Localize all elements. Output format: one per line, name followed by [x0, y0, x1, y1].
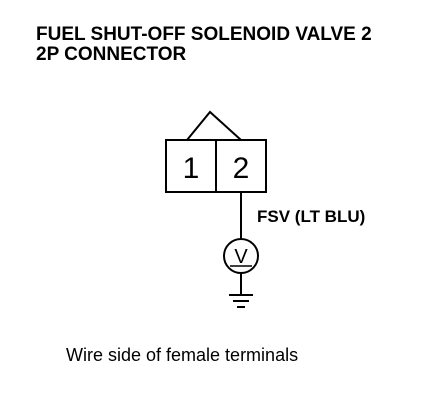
diagram-caption: Wire side of female terminals	[66, 345, 299, 365]
diagram-subtitle: 2P CONNECTOR	[36, 44, 187, 65]
connector-pin-2: 2	[233, 152, 250, 185]
wire-label: FSV (LT BLU)	[257, 207, 365, 226]
voltmeter-icon: V	[223, 238, 259, 274]
ground-symbol-icon	[229, 294, 253, 308]
connector-pin-1: 1	[183, 152, 200, 185]
diagram-title: FUEL SHUT-OFF SOLENOID VALVE 2	[36, 24, 372, 45]
connector-latch-icon	[186, 110, 242, 141]
voltmeter-symbol: V	[234, 246, 248, 268]
